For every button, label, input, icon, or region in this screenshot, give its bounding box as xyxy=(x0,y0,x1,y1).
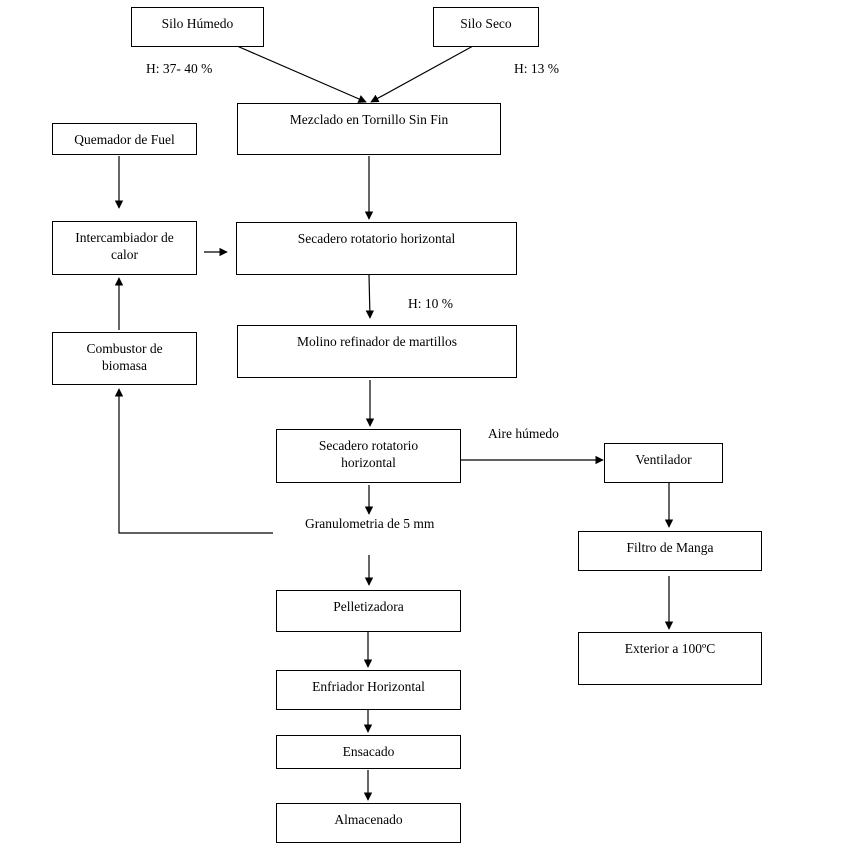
arrow-silo-humedo-to-mezclado xyxy=(236,45,367,103)
node-ventilador: Ventilador xyxy=(604,443,723,483)
node-ensacado: Ensacado xyxy=(276,735,461,769)
node-pelletizadora: Pelletizadora xyxy=(276,590,461,632)
label-h-seco: H: 13 % xyxy=(514,61,559,76)
label-h-humedo: H: 37- 40 % xyxy=(146,61,213,76)
node-mezclado: Mezclado en Tornillo Sin Fin xyxy=(237,103,501,155)
node-silo-seco: Silo Seco xyxy=(433,7,539,47)
node-enfriador: Enfriador Horizontal xyxy=(276,670,461,710)
node-exterior: Exterior a 100ºC xyxy=(578,632,762,685)
label-granulometria: Granulometria de 5 mm xyxy=(305,516,435,531)
arrow-secadero1-to-molino xyxy=(365,274,375,319)
node-quemador: Quemador de Fuel xyxy=(52,123,197,155)
node-molino: Molino refinador de martillos xyxy=(237,325,517,378)
node-silo-humedo: Silo Húmedo xyxy=(131,7,264,47)
label-h-secadero: H: 10 % xyxy=(408,296,453,311)
node-secadero1: Secadero rotatorio horizontal xyxy=(236,222,517,275)
node-filtro: Filtro de Manga xyxy=(578,531,762,571)
label-aire-humedo: Aire húmedo xyxy=(488,426,559,441)
arrow-silo-seco-to-mezclado xyxy=(370,45,474,103)
node-almacenado: Almacenado xyxy=(276,803,461,843)
node-secadero2: Secadero rotatorio horizontal xyxy=(276,429,461,483)
node-combustor: Combustor de biomasa xyxy=(52,332,197,385)
arrow-granulometria-to-combustor xyxy=(114,388,273,534)
node-intercambiador: Intercambiador de calor xyxy=(52,221,197,275)
